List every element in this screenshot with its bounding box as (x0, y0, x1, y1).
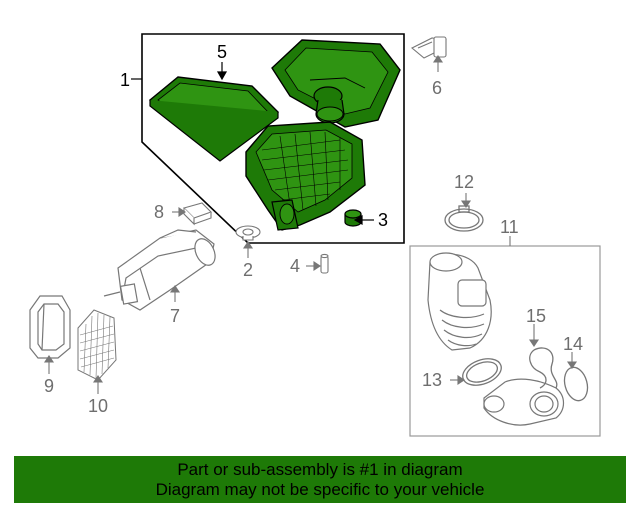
callout-7: 7 (170, 306, 180, 326)
callout-12: 12 (454, 172, 474, 192)
elbow-adapter[interactable] (483, 378, 565, 426)
banner-line-2: Diagram may not be specific to your vehi… (155, 480, 485, 499)
assembly-frame (141, 33, 405, 244)
callout-11: 11 (500, 217, 519, 237)
callout-3: 3 (378, 210, 388, 230)
grommet[interactable] (344, 209, 362, 227)
grille-screen-10[interactable] (77, 309, 117, 381)
o-ring-14[interactable] (561, 365, 591, 404)
banner-line-1: Part or sub-assembly is #1 in diagram (177, 460, 463, 479)
intake-hose[interactable] (427, 252, 492, 351)
air-box-lower-housing[interactable] (245, 121, 366, 231)
air-filter-element[interactable] (148, 76, 280, 162)
group-11-frame (409, 245, 601, 437)
foam-block-8[interactable] (182, 202, 213, 226)
intake-duct-7[interactable] (103, 229, 219, 311)
pin-4[interactable] (320, 253, 329, 274)
callout-4: 4 (290, 256, 300, 276)
callout-15: 15 (526, 306, 546, 326)
callout-8: 8 (154, 202, 164, 222)
callout-2: 2 (243, 260, 253, 280)
gasket-ring-13[interactable] (459, 354, 505, 390)
notice-banner: Part or sub-assembly is #1 in diagram Di… (14, 456, 626, 503)
air-box-upper-cover[interactable] (271, 39, 401, 128)
spring-clip-15[interactable] (529, 347, 558, 389)
mount-bushing-2[interactable] (235, 225, 261, 241)
callout-5: 5 (217, 42, 227, 62)
callout-10: 10 (88, 396, 108, 416)
mass-air-flow-sensor[interactable] (411, 36, 447, 59)
parts-diagram: 1 5 3 6 12 11 8 2 4 7 9 10 13 15 14 (29, 33, 601, 437)
callout-1: 1 (120, 70, 130, 90)
callout-9: 9 (44, 376, 54, 396)
leader-lines-gray (43, 55, 578, 394)
clamp-ring-12[interactable] (444, 205, 484, 232)
leader-lines (131, 62, 374, 226)
callout-6: 6 (432, 78, 442, 98)
callout-14: 14 (563, 334, 583, 354)
duct-inlet-9[interactable] (29, 295, 71, 359)
callout-13: 13 (422, 370, 442, 390)
